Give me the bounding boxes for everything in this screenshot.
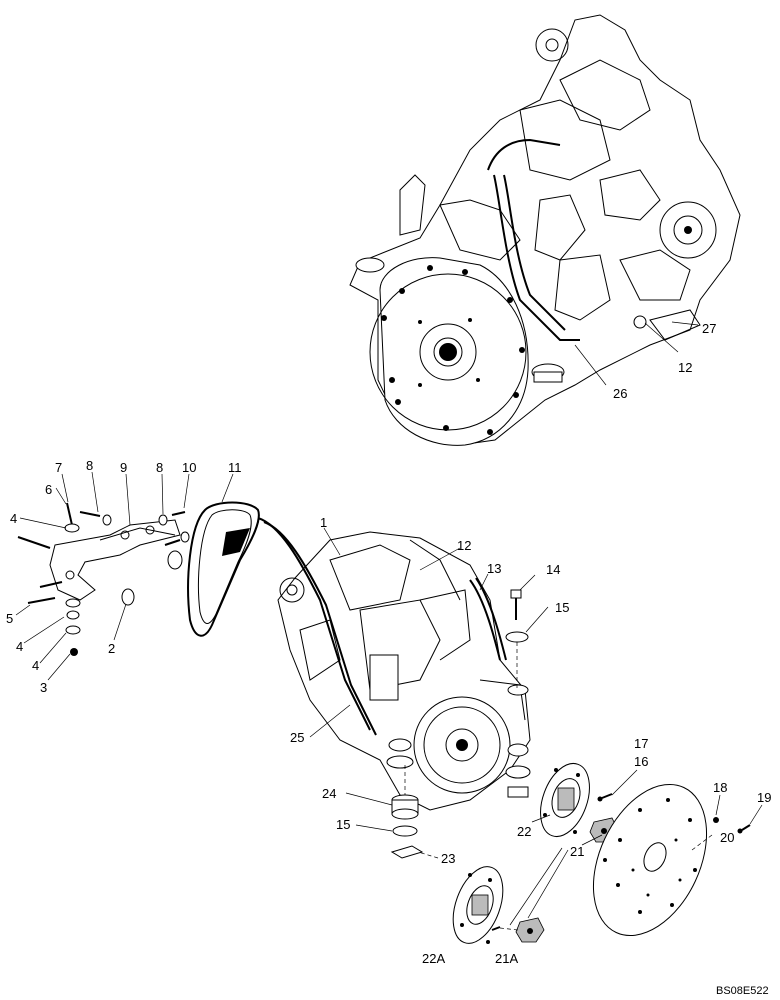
callout-25: 25 — [290, 730, 304, 745]
callout-20: 20 — [720, 830, 734, 845]
callout-17: 17 — [634, 736, 648, 751]
callout-1: 1 — [320, 515, 327, 530]
callout-2: 2 — [108, 641, 115, 656]
callout-labels: 1 2 3 4 4 4 5 6 7 8 8 9 10 11 12 12 13 1… — [6, 321, 771, 966]
top-engine-rear-view — [349, 14, 741, 446]
callout-26: 26 — [613, 386, 627, 401]
flywheel-bolt-holes — [381, 265, 525, 435]
callout-7: 7 — [55, 460, 62, 475]
callout-15-right: 15 — [555, 600, 569, 615]
callout-4c: 4 — [32, 658, 39, 673]
callout-16: 16 — [634, 754, 648, 769]
callout-24: 24 — [322, 786, 336, 801]
callout-5: 5 — [6, 611, 13, 626]
callout-6: 6 — [45, 482, 52, 497]
drive-belt — [187, 501, 260, 637]
bracket-assembly — [17, 502, 190, 656]
callout-18: 18 — [713, 780, 727, 795]
coupling-parts — [452, 763, 751, 944]
lower-mount-stack — [390, 765, 424, 859]
drawing-id: BS08E522 — [716, 985, 769, 997]
callout-8b: 8 — [156, 460, 163, 475]
callout-19: 19 — [757, 790, 771, 805]
callout-8a: 8 — [86, 458, 93, 473]
mount-bolt-and-washer — [505, 589, 529, 690]
bracket-bolts — [17, 502, 186, 604]
callout-22a: 22A — [422, 951, 445, 966]
flex-plate-holes — [603, 798, 697, 914]
callout-27: 27 — [702, 321, 716, 336]
callout-12-lower: 12 — [457, 538, 471, 553]
callout-4a: 4 — [10, 511, 17, 526]
bracket-leaders — [15, 471, 234, 681]
callout-21a: 21A — [495, 951, 518, 966]
callout-3: 3 — [40, 680, 47, 695]
coupling-leaders — [499, 769, 763, 931]
callout-4b: 4 — [16, 639, 23, 654]
callout-15-left: 15 — [336, 817, 350, 832]
callout-22: 22 — [517, 824, 531, 839]
callout-21: 21 — [570, 844, 584, 859]
lower-engine-front-view — [257, 517, 531, 811]
callout-23: 23 — [441, 851, 455, 866]
callout-13: 13 — [487, 561, 501, 576]
callout-14: 14 — [546, 562, 560, 577]
lower-leaders — [309, 527, 549, 859]
top-leaders — [574, 321, 699, 386]
callout-10: 10 — [182, 460, 196, 475]
callout-12-top: 12 — [678, 360, 692, 375]
callout-9: 9 — [120, 460, 127, 475]
callout-11: 11 — [228, 460, 242, 475]
